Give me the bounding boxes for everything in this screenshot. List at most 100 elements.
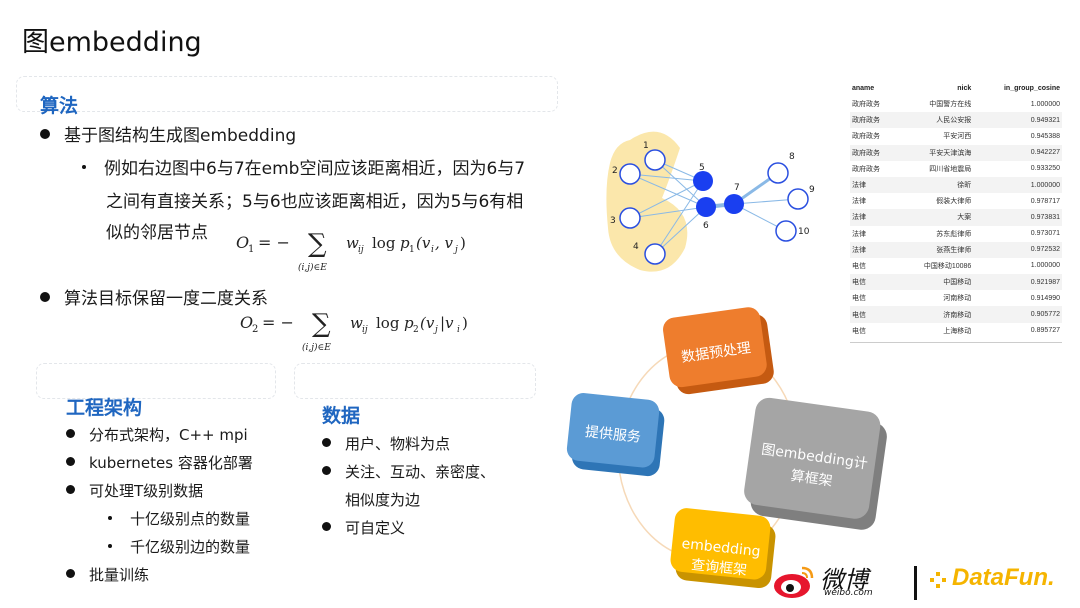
cell-aname: 电信 — [852, 327, 866, 335]
table-row: 政府政务 中国警方在线 1.000000 — [850, 96, 1062, 112]
cell-nick: 中国警方在线 — [929, 101, 972, 109]
svg-text:i: i — [431, 245, 434, 255]
formula-o2-svg: O 2 = − ∑ (i,j)∈E w ij log p 2 (v j |v i… — [240, 309, 468, 353]
sub-bullet-line-1: 例如右边图中6与7在emb空间应该距离相近，因为6与7 — [104, 159, 526, 179]
cell-cosine: 0.914990 — [1030, 294, 1060, 302]
cell-nick: 上海移动 — [943, 327, 972, 335]
cell-nick: 张燕生律师 — [897, 241, 974, 258]
svg-text:(i,j)∈E: (i,j)∈E — [302, 342, 331, 353]
engineering-heading: 工程架构 — [66, 397, 143, 419]
graph-node-label: 6 — [703, 221, 709, 231]
graph-edge — [654, 206, 707, 255]
table-row: 电信 上海移动 0.895727 — [850, 323, 1062, 339]
cell-aname: 政府政务 — [852, 165, 880, 173]
svg-text:, v: , v — [435, 234, 454, 252]
engineering-list: 分布式架构，C++ mpi kubernetes 容器化部署 可处理T级别数据 … — [66, 421, 253, 589]
formula-o1: O 1 = − ∑ (i,j)∈E w ij log p 1 (v i , v … — [236, 226, 476, 280]
graph-node-4 — [644, 243, 666, 265]
column-header-nick: nick — [957, 84, 972, 92]
graph-node-2 — [619, 163, 641, 185]
cell-nick: 河南移动 — [943, 295, 972, 303]
datafun-mark-icon — [930, 572, 946, 588]
svg-text:ij: ij — [362, 325, 368, 335]
column-header-cosine: in_group_cosine — [1003, 84, 1060, 92]
cell-cosine: 1.000000 — [1030, 100, 1060, 108]
list-item: 相似度为边 — [322, 486, 495, 514]
cell-aname: 电信 — [850, 306, 898, 323]
similarity-table: aname nick in_group_cosine 政府政务 中国警方在线 1.0… — [850, 80, 1062, 339]
algorithm-bullet-2: 算法目标保留一度二度关系 — [40, 286, 268, 312]
bullet-dot — [66, 429, 75, 438]
cell-aname: 政府政务 — [852, 101, 880, 109]
list-item-text: 可处理T级别数据 — [89, 482, 204, 500]
list-item-text: 用户、物料为点 — [345, 435, 451, 453]
formula-o1-svg: O 1 = − ∑ (i,j)∈E w ij log p 1 (v i , v … — [236, 229, 466, 273]
cell-nick: 人民公安报 — [897, 112, 974, 129]
graph-node-label: 1 — [643, 141, 649, 151]
algorithm-bullet-1: 基于图结构生成图embedding — [40, 123, 296, 149]
weibo-logo-text: 微博 — [820, 566, 868, 594]
cell-cosine: 0.895727 — [1030, 327, 1060, 335]
graph-nodes-filled — [693, 171, 744, 217]
graph-node-label: 8 — [789, 152, 795, 162]
algorithm-section-box — [16, 76, 558, 112]
cell-nick: 平安河西 — [943, 133, 972, 141]
bullet-dot — [322, 466, 331, 475]
data-list: 用户、物料为点 关注、互动、亲密度、 相似度为边 可自定义 — [322, 430, 495, 542]
graph-node-labels: 1 2 3 4 5 6 7 8 9 10 — [610, 141, 815, 252]
svg-text:= −: = − — [258, 233, 290, 252]
weibo-logo-sub: weibo.com — [824, 588, 873, 598]
cycle-diagram — [566, 307, 887, 589]
sub-bullet-dot — [108, 543, 112, 548]
cell-cosine: 1.000000 — [973, 176, 1062, 194]
algorithm-heading: 算法 — [40, 95, 79, 117]
cell-aname: 法律 — [850, 176, 898, 194]
cell-nick: 济南移动 — [897, 306, 974, 323]
sub-bullet-dot — [108, 515, 112, 520]
list-item: 可自定义 — [322, 514, 495, 542]
column-header-aname: aname — [852, 84, 875, 92]
sub-bullet-line-3: 似的邻居节点 — [106, 223, 208, 243]
cell-cosine: 0.933250 — [1030, 165, 1060, 173]
bullet-dot — [322, 438, 331, 447]
cell-nick: 徐昕 — [897, 176, 974, 194]
list-item: 可处理T级别数据 — [66, 477, 253, 505]
cell-cosine: 0.978717 — [1030, 197, 1060, 205]
graph-edge — [629, 180, 704, 219]
list-item-text: 批量训练 — [89, 566, 150, 584]
cell-cosine: 0.972532 — [973, 241, 1062, 258]
list-item-text: 可自定义 — [345, 519, 406, 537]
cell-nick: 中国移动 — [897, 274, 974, 291]
bullet-text: 基于图结构生成图embedding — [64, 126, 297, 146]
list-item-text: kubernetes 容器化部署 — [89, 454, 253, 472]
data-heading: 数据 — [322, 405, 361, 427]
cell-nick: 大案 — [897, 209, 974, 226]
svg-text:O: O — [240, 313, 253, 332]
engineering-section-box — [36, 363, 276, 399]
preprocess-block — [663, 307, 774, 395]
cell-aname: 政府政务 — [850, 112, 898, 129]
formula-o2: O 2 = − ∑ (i,j)∈E w ij log p 2 (v j |v i… — [240, 304, 480, 358]
datafun-logo-text: DataFun. — [952, 564, 1055, 591]
graph-node-1 — [644, 149, 666, 171]
list-item: kubernetes 容器化部署 — [66, 449, 253, 477]
graph-node-label: 9 — [809, 185, 815, 195]
svg-text:log: log — [372, 234, 396, 252]
svg-text:j: j — [453, 245, 458, 255]
graph-edge — [654, 180, 704, 255]
cell-cosine: 0.973071 — [1030, 230, 1060, 238]
svg-text:): ) — [460, 234, 466, 252]
list-item-text: 十亿级别点的数量 — [130, 510, 251, 528]
graph-node-10 — [775, 220, 797, 242]
graph-node-label: 7 — [734, 183, 740, 193]
cell-nick: 中国移动10086 — [923, 262, 972, 270]
svg-text:w: w — [346, 234, 359, 252]
